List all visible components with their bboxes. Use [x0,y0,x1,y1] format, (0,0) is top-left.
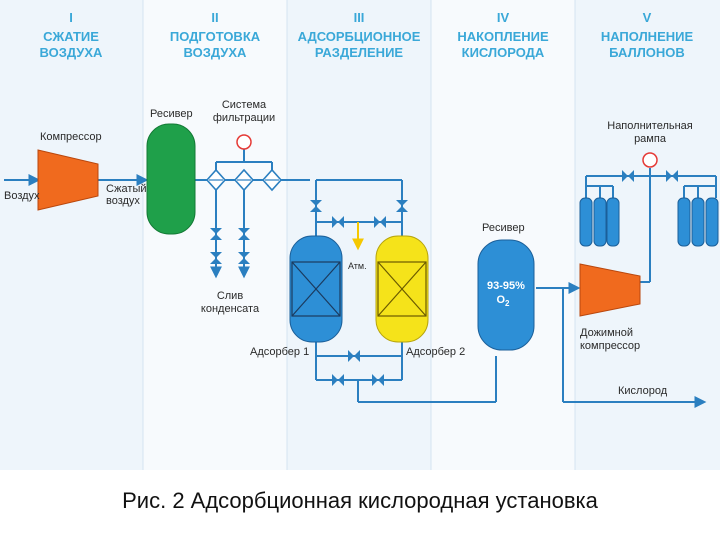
stage-number: III [354,10,365,25]
booster-compressor-shape [579,263,641,317]
drain-label-2: конденсата [201,303,260,315]
cylinder [579,197,593,247]
receiver2-label: Ресивер [482,222,525,234]
stage-number: V [643,10,652,25]
receiver-purity: 93-95% O2 [487,280,525,308]
stage-header-3: III АДСОРБЦИОННОЕ РАЗДЕЛЕНИЕ [298,10,421,60]
valve-icon [372,374,384,386]
adsorber-1 [289,235,343,343]
air-inlet-label: Воздух [4,190,40,202]
equipment-labels: Компрессор Воздух Сжатый воздух Ресивер … [4,99,693,397]
stage-number: II [211,10,218,25]
valve-icon [374,216,386,228]
booster-label-2: компрессор [580,340,640,352]
adsorber1-label: Адсорбер 1 [250,346,309,358]
valve-icon [238,252,250,264]
o2-label: O2 [496,294,510,308]
filter-label-1: Система [222,99,267,111]
purity-label: 93-95% [487,280,525,292]
compressor-shape [37,149,99,211]
fill-ramp-label-1: Наполнительная [607,120,693,132]
stage-title-line2: КИСЛОРОДА [462,45,545,60]
compressed-air-label-2: воздух [106,195,140,207]
stage-header-5: V НАПОЛНЕНИЕ БАЛЛОНОВ [601,10,694,60]
valve-icon [622,170,634,182]
adsorber2-label: Адсорбер 2 [406,346,465,358]
stage-title-line2: ВОЗДУХА [184,45,247,60]
cylinder [677,197,691,247]
figure-caption: Рис. 2 Адсорбционная кислородная установ… [122,488,598,513]
stage-header-4: IV НАКОПЛЕНИЕ КИСЛОРОДА [457,10,549,60]
stage-band-4 [431,0,575,470]
valve-icon [310,200,322,212]
atm-label: Атм. [348,261,367,271]
filter-pressure-gauge-icon [236,134,252,150]
stage-title-line2: ВОЗДУХА [40,45,103,60]
stage-number: IV [497,10,510,25]
stage-header-1: I СЖАТИЕ ВОЗДУХА [40,10,103,60]
stage-title-line1: СЖАТИЕ [43,29,99,44]
compressor-label: Компрессор [40,131,102,143]
ramp-pressure-gauge-icon [642,152,658,168]
stage-band-1 [0,0,143,470]
oxygen-outlet-label: Кислород [618,385,668,397]
cylinder [705,197,719,247]
valve-icon [348,350,360,362]
filter-label-2: фильтрации [213,112,275,124]
valve-icon [666,170,678,182]
compressed-air-label-1: Сжатый [106,183,147,195]
receiver-green [146,123,196,235]
stage-title-line2: БАЛЛОНОВ [609,45,685,60]
cylinder [606,197,620,247]
stage-title-line1: НАКОПЛЕНИЕ [457,29,549,44]
stage-number: I [69,10,73,25]
valve-icon [210,228,222,240]
stage-headers: I СЖАТИЕ ВОЗДУХА II ПОДГОТОВКА ВОЗДУХА I… [40,10,694,60]
stage-title-line1: АДСОРБЦИОННОЕ [298,29,421,44]
receiver1-label: Ресивер [150,108,193,120]
cylinder [593,197,607,247]
adsorber-2 [375,235,429,343]
fill-ramp-label-2: рампа [634,133,667,145]
booster-label-1: Дожимной [580,327,633,339]
filter-units [205,168,283,192]
stage-title-line1: НАПОЛНЕНИЕ [601,29,694,44]
cylinders [579,197,719,247]
o2-subscript: 2 [505,299,510,308]
valve-icon [210,252,222,264]
valve-icon [396,200,408,212]
receiver-oxygen [477,239,535,351]
drain-label-1: Слив [217,290,244,302]
valve-icon [332,374,344,386]
o2-text: O [496,294,505,306]
stage-title-line2: РАЗДЕЛЕНИЕ [315,45,404,60]
stage-title-line1: ПОДГОТОВКА [170,29,261,44]
valve-icon [332,216,344,228]
valves [210,170,678,386]
cylinder [691,197,705,247]
valve-icon [238,228,250,240]
stage-header-2: II ПОДГОТОВКА ВОЗДУХА [170,10,261,60]
